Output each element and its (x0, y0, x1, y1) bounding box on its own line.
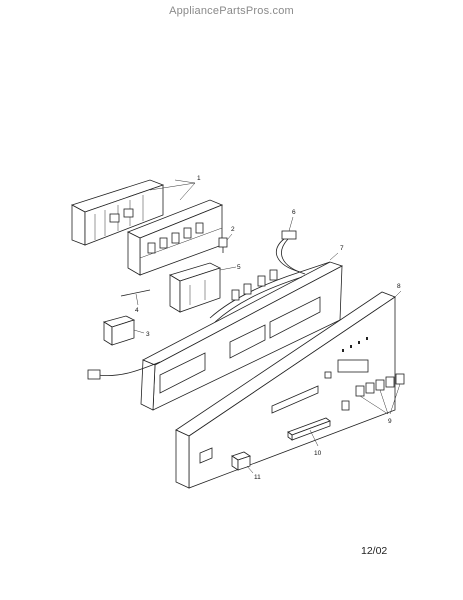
part-6-wire-connector[interactable] (275, 216, 306, 275)
part-9-push-buttons[interactable] (341, 373, 405, 415)
callout-8: 8 (397, 283, 401, 290)
part-5-relay-box[interactable] (169, 262, 237, 313)
callout-2: 2 (231, 226, 235, 233)
callout-4: 4 (135, 307, 139, 314)
callout-10: 10 (314, 450, 322, 457)
part-11-cap[interactable] (231, 451, 254, 474)
callout-7: 7 (340, 245, 344, 252)
part-1-control-module[interactable] (70, 179, 224, 276)
callout-6: 6 (292, 209, 296, 216)
part-2-switch[interactable] (218, 233, 233, 253)
callout-1: 1 (197, 175, 201, 182)
part-10-handle-strip[interactable] (287, 417, 331, 447)
watermark: AppliancePartsPros.com (169, 5, 294, 17)
callout-11: 11 (254, 474, 261, 481)
part-4-wire-lead[interactable] (120, 289, 151, 306)
part-3-terminal-block[interactable] (103, 315, 145, 346)
callout-9: 9 (388, 418, 392, 425)
date-code: 12/02 (361, 545, 388, 557)
callout-5: 5 (237, 264, 241, 271)
part-8-console-panel[interactable] (175, 290, 402, 489)
callout-3: 3 (146, 331, 150, 338)
